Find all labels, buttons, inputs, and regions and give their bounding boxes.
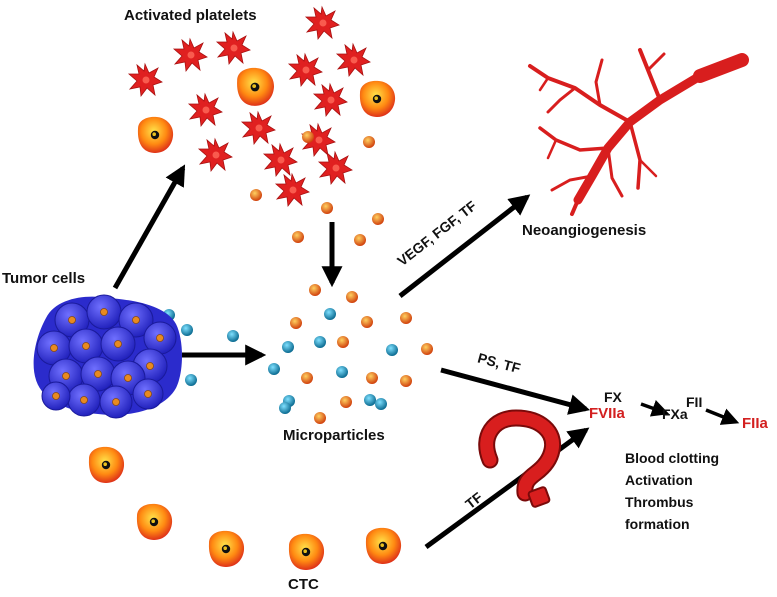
label-ctc: CTC <box>288 576 319 593</box>
label-fviia: FVIIa <box>589 405 625 422</box>
tumor-cell-icon <box>288 533 325 570</box>
tumor-cell-icon <box>88 446 125 483</box>
outcome-list: Blood clotting Activation Thrombus forma… <box>625 447 719 535</box>
platelet-icon <box>305 6 340 40</box>
platelet-icon <box>263 143 298 177</box>
label-tumor-cells: Tumor cells <box>2 270 86 287</box>
arrow-microparticles-to-fviia <box>440 367 591 415</box>
blood-vessel-icon <box>528 48 749 216</box>
label-neoangiogenesis: Neoangiogenesis <box>522 222 647 239</box>
microparticle-icon <box>156 308 398 414</box>
label-fiia: FIIa <box>742 415 768 432</box>
tumor-cell-icon <box>365 527 402 564</box>
platelet-icon <box>241 111 276 145</box>
platelet-cluster <box>128 6 396 207</box>
arrow-fviia-to-fxa <box>640 400 670 417</box>
tumor-cell-icon <box>137 116 174 153</box>
label-activated-platelets: Activated platelets <box>124 7 257 24</box>
tumor-cell-icon <box>237 67 274 106</box>
arrow-tumor-to-platelets <box>112 164 186 290</box>
tumor-cell-icon <box>136 503 173 540</box>
arrow-to-neoangiogenesis <box>398 194 531 298</box>
platelet-icon <box>188 93 223 127</box>
outcome-line: formation <box>625 516 690 532</box>
ctc-cells <box>88 446 402 570</box>
platelet-icon <box>288 53 323 87</box>
platelet-icon <box>216 31 251 65</box>
platelet-icon <box>336 43 371 77</box>
label-fx: FX <box>604 389 622 405</box>
platelet-icon <box>318 151 353 185</box>
platelet-icon <box>198 138 233 172</box>
tumor-cell-icon <box>359 80 396 117</box>
platelet-icon <box>128 63 163 97</box>
label-fii: FII <box>686 394 703 410</box>
platelet-icon <box>173 38 208 72</box>
label-fxa: FXa <box>662 406 688 422</box>
arrow-fxa-to-fiia <box>705 408 740 425</box>
tumor-cell-icon <box>208 530 245 567</box>
microparticle-icon <box>250 131 433 424</box>
platelet-icon <box>313 83 348 117</box>
question-mark-icon <box>478 409 562 508</box>
outcome-line: Thrombus <box>625 494 694 510</box>
outcome-line: Activation <box>625 472 693 488</box>
microparticles-cluster <box>156 131 433 424</box>
tumor-mass <box>33 294 182 419</box>
arrow-ctc-to-fviia <box>424 427 590 550</box>
outcome-line: Blood clotting <box>625 450 720 466</box>
label-microparticles: Microparticles <box>283 427 385 444</box>
platelet-icon <box>275 173 310 207</box>
